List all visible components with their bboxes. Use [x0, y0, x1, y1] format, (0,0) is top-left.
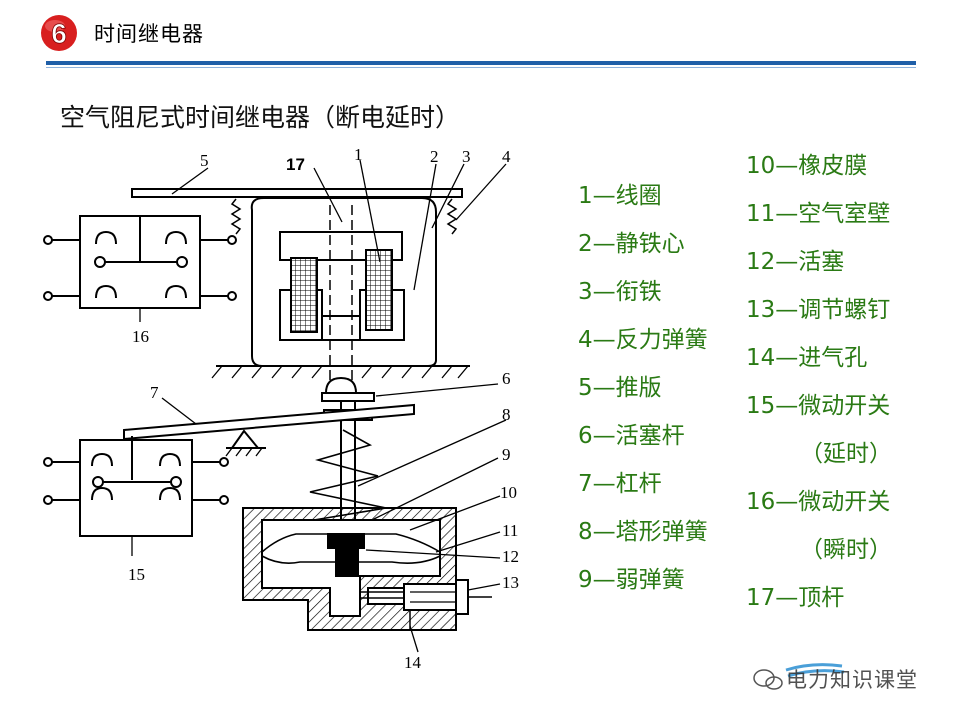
armature: [279, 231, 403, 261]
adjusting-screw: [403, 583, 457, 611]
legend-item: 12—活塞: [746, 249, 845, 275]
callout-16: 16: [132, 327, 149, 346]
header-divider-thin: [46, 67, 916, 68]
legend-item: 14—进气孔: [746, 345, 868, 371]
legend-item: 5—推版: [578, 375, 662, 401]
coil-left: [290, 257, 318, 333]
callout-11: 11: [502, 521, 518, 540]
piston: [327, 533, 365, 549]
legend-item: 13—调节螺钉: [746, 297, 891, 323]
lever: [123, 403, 415, 441]
callout-4: 4: [502, 147, 511, 166]
left-spring: [230, 198, 242, 235]
tower-spring: [309, 429, 387, 521]
legend-item: 3—衔铁: [578, 279, 662, 305]
header-divider: [46, 61, 916, 65]
callout-17: 17: [286, 155, 305, 174]
legend-item-note: （瞬时）: [800, 537, 892, 563]
callout-10: 10: [500, 483, 517, 502]
slide-title: 空气阻尼式时间继电器（断电延时）: [60, 103, 461, 132]
legend-item: 9—弱弹簧: [578, 567, 685, 593]
push-plate: [131, 188, 463, 198]
legend-item: 4—反力弹簧: [578, 327, 708, 353]
legend-item: 11—空气室壁: [746, 201, 891, 227]
legend-item: 16—微动开关: [746, 489, 891, 515]
header-title: 时间继电器: [94, 22, 204, 46]
callout-7: 7: [150, 383, 159, 402]
legend-item: 6—活塞杆: [578, 423, 685, 449]
right-spring-4: [446, 198, 458, 235]
legend-item: 8—塔形弹簧: [578, 519, 708, 545]
section-number-badge: 6: [41, 15, 77, 51]
watermark: [753, 663, 845, 690]
section-number: 6: [51, 18, 67, 49]
legend-item: 17—顶杆: [746, 585, 845, 611]
callout-14: 14: [404, 653, 422, 672]
legend-item-note: （延时）: [800, 441, 892, 467]
callout-9: 9: [502, 445, 511, 464]
callout-8: 8: [502, 405, 511, 424]
legend-item: 2—静铁心: [578, 231, 685, 257]
callout-6: 6: [502, 369, 511, 388]
callout-5: 5: [200, 151, 209, 170]
legend-item: 15—微动开关: [746, 393, 891, 419]
micro-switch-delayed: [79, 439, 193, 537]
legend-item: 1—线圈: [578, 183, 662, 209]
watermark-text: 电力知识课堂: [786, 668, 918, 692]
legend-item: 10—橡皮膜: [746, 153, 868, 179]
callout-15: 15: [128, 565, 145, 584]
lever-fulcrum: [230, 429, 261, 449]
piston-rod-head: [324, 376, 358, 394]
callout-3: 3: [462, 147, 471, 166]
callout-12: 12: [502, 547, 519, 566]
legend-item: 7—杠杆: [578, 471, 662, 497]
callout-2: 2: [430, 147, 439, 166]
callout-13: 13: [502, 573, 519, 592]
callout-1: 1: [354, 145, 363, 164]
coil-right: [365, 249, 393, 331]
wechat-logo-icon: [753, 669, 783, 690]
electromagnet-frame: [250, 197, 437, 367]
